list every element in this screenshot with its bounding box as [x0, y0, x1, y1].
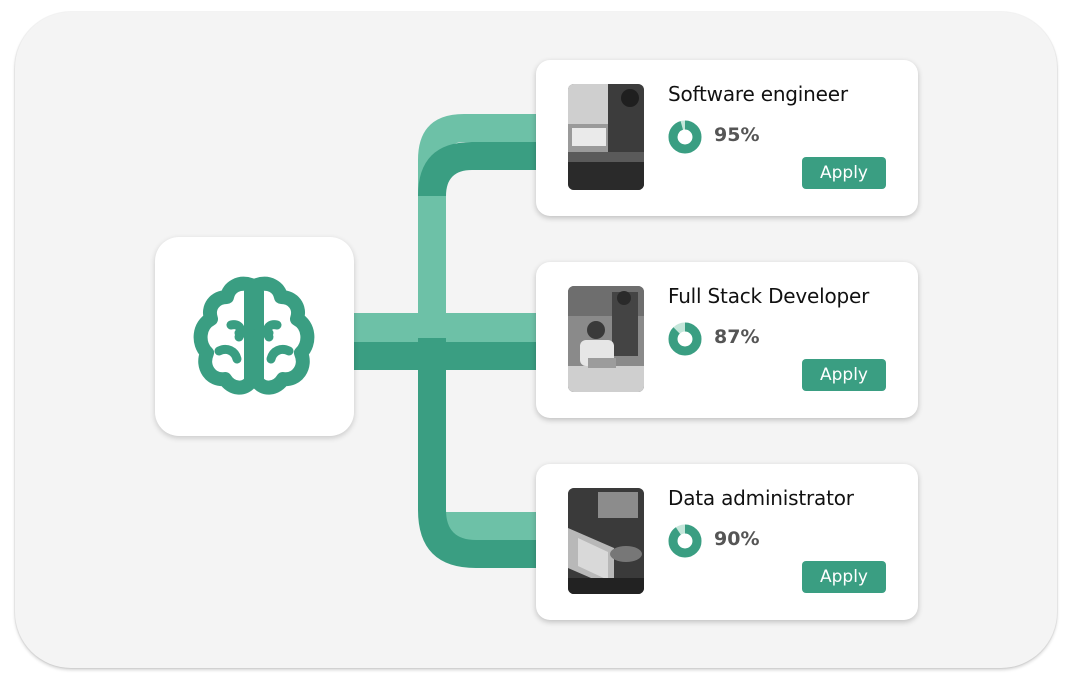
job-card-data-administrator: Data administrator 90% Apply	[536, 464, 918, 620]
hands-typing-laptop-photo	[568, 488, 644, 594]
brain-icon	[193, 276, 315, 395]
match-donut-fill	[668, 524, 702, 558]
job-title: Software engineer	[668, 82, 848, 106]
job-title: Full Stack Developer	[668, 284, 870, 308]
match-percentage: 90%	[714, 528, 760, 550]
match-donut-icon	[668, 524, 702, 558]
match-donut-fill	[668, 120, 702, 154]
match-donut-icon	[668, 120, 702, 154]
job-card-software-engineer: Software engineer 95% Apply	[536, 60, 918, 216]
match-percentage: 95%	[714, 124, 760, 146]
apply-button[interactable]: Apply	[802, 561, 886, 593]
person-at-laptop-photo	[568, 84, 644, 190]
match-percentage: 87%	[714, 326, 760, 348]
team-meeting-photo	[568, 286, 644, 392]
job-card-full-stack-developer: Full Stack Developer 87% Apply	[536, 262, 918, 418]
job-title: Data administrator	[668, 486, 854, 510]
match-donut-fill	[668, 322, 702, 356]
ai-brain-card	[155, 237, 354, 436]
apply-button[interactable]: Apply	[802, 157, 886, 189]
apply-button[interactable]: Apply	[802, 359, 886, 391]
match-donut-icon	[668, 322, 702, 356]
